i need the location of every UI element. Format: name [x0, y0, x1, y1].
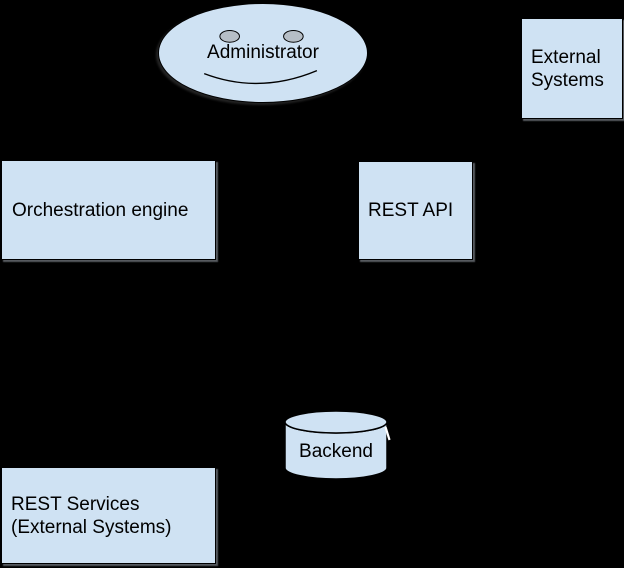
node-rest-api: REST API — [358, 161, 473, 260]
cylinder-top — [284, 410, 388, 434]
node-rest-services-label-line2: (External Systems) — [11, 516, 172, 538]
node-orchestration-engine-label: Orchestration engine — [12, 199, 189, 221]
smiley-left-eye — [219, 29, 240, 43]
node-backend: Backend — [284, 410, 388, 480]
node-external-systems-label-line2: Systems — [531, 69, 604, 91]
node-administrator: Administrator — [158, 3, 368, 103]
node-backend-label: Backend — [299, 441, 373, 462]
node-administrator-label: Administrator — [207, 42, 319, 63]
connector-stub-artifact — [384, 426, 391, 441]
node-external-systems-label-line1: External — [531, 46, 601, 68]
node-orchestration-engine: Orchestration engine — [1, 160, 216, 260]
node-rest-api-label: REST API — [368, 200, 454, 221]
node-external-systems: External Systems — [521, 18, 623, 119]
smiley-right-eye — [283, 29, 304, 43]
smiley-smile — [203, 70, 318, 85]
cylinder-shape — [284, 410, 388, 480]
node-rest-services: REST Services (External Systems) — [1, 467, 216, 564]
node-rest-services-label-line1: REST Services — [11, 493, 140, 515]
smiley-face-icon — [203, 29, 318, 85]
